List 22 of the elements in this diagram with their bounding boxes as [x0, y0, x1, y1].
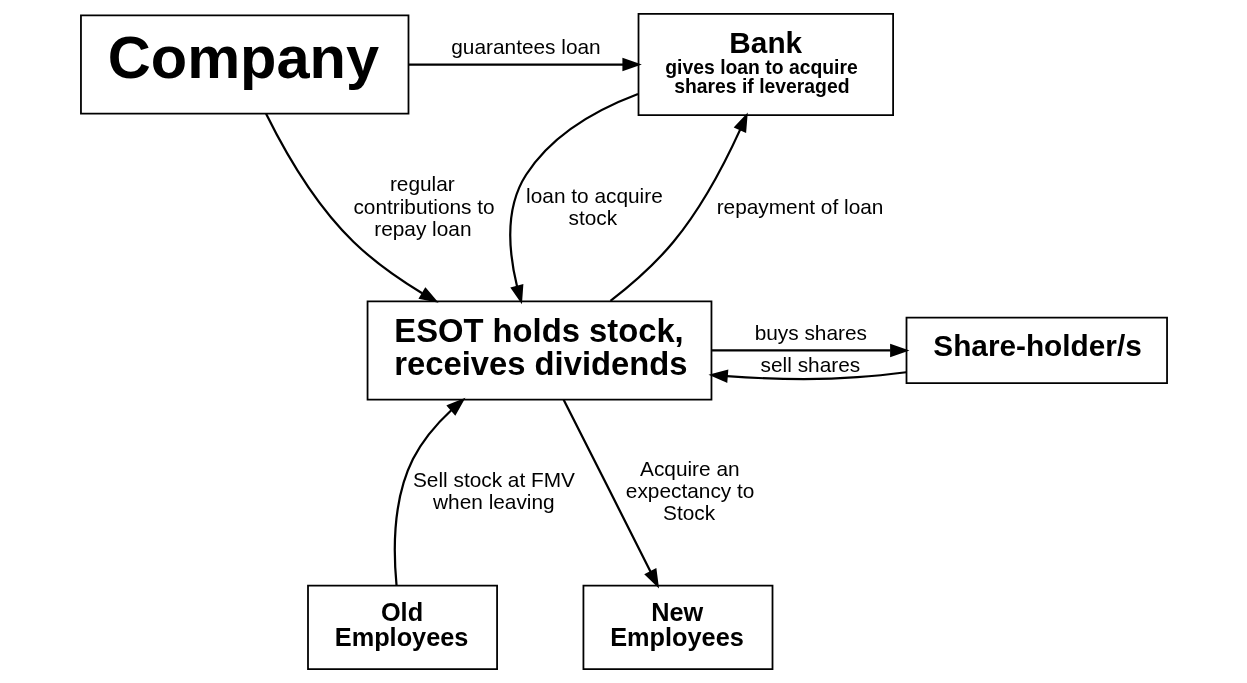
- edge-label: sell shares: [760, 352, 860, 376]
- edge-label: regular contributions to repay loan: [352, 172, 495, 241]
- arrow: [562, 399, 659, 589]
- arrow: [708, 369, 906, 383]
- arrow: [408, 57, 642, 72]
- arrow: [711, 343, 909, 358]
- node-box: Share-holder/s: [905, 316, 1168, 385]
- arrow: [609, 112, 748, 302]
- node-box: ESOT holds stock, receives dividends: [366, 300, 712, 401]
- node-box: Company: [79, 14, 409, 115]
- edge-label: Sell stock at FMV when leaving: [412, 467, 575, 514]
- edge-label: buys shares: [754, 321, 867, 345]
- node-box: New Employees: [582, 584, 773, 670]
- edge-label: repayment of loan: [716, 194, 883, 218]
- node-box: Bank gives loan to acquire shares if leveraged: [637, 13, 894, 117]
- node-box: Old Employees: [306, 584, 498, 670]
- edge-label: Acquire an expectancy to Stock: [625, 456, 754, 525]
- edge-label: guarantees loan: [450, 35, 601, 59]
- arrow: [264, 113, 439, 303]
- edge-label: loan to acquire stock: [525, 183, 663, 229]
- arrow: [393, 397, 465, 586]
- arrow: [508, 92, 638, 305]
